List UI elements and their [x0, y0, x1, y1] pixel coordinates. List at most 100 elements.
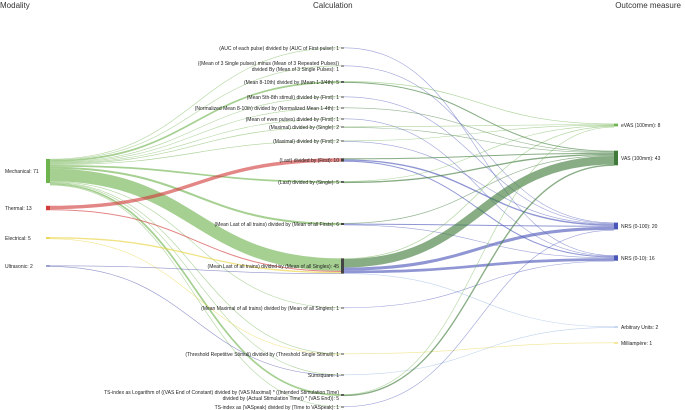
link-c4-o3 [343, 96, 615, 224]
node-c13 [341, 307, 344, 309]
link-c11-o3 [343, 223, 615, 227]
link-mech-c15 [49, 182, 342, 376]
node-label-o6: Milliampère: 1 [621, 341, 652, 347]
node-label-c5: (Normalized Mean 8-10th) divided by (Nor… [195, 106, 339, 112]
header-outcome-measure: Outcome measure [615, 1, 681, 10]
link-c12-o4 [343, 258, 615, 274]
node-c2 [341, 65, 344, 67]
link-mech-c2 [49, 65, 342, 161]
link-mech-c10 [49, 164, 342, 183]
link-c15-o5 [343, 327, 615, 376]
link-c7-o2 [343, 127, 615, 153]
node-label-therm: Thermal: 13 [5, 206, 32, 212]
node-ultra [46, 265, 50, 267]
link-mech-c17 [49, 184, 342, 408]
node-c12 [341, 258, 344, 274]
node-label-c10: (Last) divided by (Single): 5 [278, 180, 339, 186]
node-label-c1: (AUC of each pulse) divided by (AUC of F… [219, 46, 339, 52]
node-label-c16: TS-index as Logarithm of ((VAS End of Co… [104, 390, 339, 402]
link-mech-c14 [49, 181, 342, 355]
link-c5-o2 [343, 107, 615, 153]
node-c15 [341, 374, 344, 376]
link-c10-o2 [343, 153, 615, 184]
node-o6 [614, 342, 618, 344]
link-mech-c11 [49, 166, 342, 226]
node-label-c9: (Last) divided by (First): 10 [280, 158, 340, 164]
link-c8-o3 [343, 141, 615, 225]
sankey-nodes: Mechanical: 71 Thermal: 13 Electrical: 5 Ul… [5, 46, 661, 410]
link-mech-c7 [49, 126, 342, 165]
link-c17-o3 [343, 229, 615, 408]
link-c12-o3 [343, 226, 615, 271]
node-label-c3: (Mean 8-10th) divided by (Mean 1-3/4th):… [244, 80, 339, 86]
node-elec [46, 237, 50, 239]
node-label-c17: TS-index as (VASpeak) divided by (Time t… [215, 405, 340, 410]
node-o5 [614, 326, 618, 328]
node-c5 [341, 107, 344, 109]
node-c16 [341, 394, 344, 396]
link-c3-o1 [343, 81, 615, 125]
link-mech-c3 [49, 81, 342, 162]
link-c3-o2 [343, 81, 615, 152]
link-ultra-c12 [49, 265, 342, 274]
link-therm-c9 [49, 158, 342, 210]
link-c12-o2 [343, 155, 615, 268]
link-c2-o3 [343, 65, 615, 224]
node-label-c6: (Mean of even pulses) divided by (First)… [246, 117, 340, 123]
link-c16-o1 [343, 126, 615, 395]
link-c11-o2 [343, 155, 615, 224]
node-c9 [341, 158, 344, 162]
header-calculation: Calculation [313, 1, 353, 10]
link-c14-o6 [343, 342, 615, 355]
link-c6-o4 [343, 118, 615, 257]
link-c12-o1 [343, 126, 615, 260]
link-mech-c5 [49, 107, 342, 164]
node-label-o4: NRS (0-10): 16 [621, 256, 655, 262]
node-therm [46, 205, 50, 211]
link-c7-o1 [343, 124, 615, 128]
header-modality: Modality [0, 1, 30, 10]
node-label-c13: (Mean Maximal of all trains) divided by … [201, 306, 339, 312]
node-label-o2: VAS (100mm): 43 [621, 156, 661, 162]
link-c13-o4 [343, 260, 615, 309]
node-label-o5: Arbitrary Units: 2 [621, 325, 658, 331]
node-o1 [614, 123, 618, 127]
node-c3 [341, 81, 344, 83]
sankey-links [49, 47, 615, 408]
node-c6 [341, 118, 344, 120]
link-elec-c12 [49, 237, 342, 274]
link-c8-o1 [343, 124, 615, 142]
node-label-c11: (Mean Last of all trains) divided by (Me… [215, 222, 340, 228]
node-label-o1: eVAS (100mm): 8 [621, 123, 661, 129]
node-label-o3: NRS (0-100): 20 [621, 224, 658, 230]
node-c17 [341, 406, 344, 408]
node-c1 [341, 47, 344, 49]
node-label-elec: Electrical: 5 [5, 236, 31, 242]
node-label-c4: (Mean 5th-8th stimuli) divided by (First… [247, 95, 339, 101]
link-c12-o5 [343, 273, 615, 328]
node-label-c15: Sumsquare: 1 [308, 373, 339, 379]
link-mech-c8 [49, 140, 342, 165]
node-label-c2: ((Mean of 3 Single pulses) minus (Mean o… [198, 61, 340, 73]
link-mech-c16 [49, 183, 342, 396]
node-o3 [614, 222, 618, 230]
link-therm-c12 [49, 209, 342, 272]
node-label-c8: (Maximal) divided by (First): 2 [273, 139, 339, 145]
node-c10 [341, 181, 344, 183]
node-label-ultra: Ultrasonic: 2 [5, 264, 33, 270]
node-label-c12: (Mean Last of all trains) divided by (Me… [208, 264, 340, 270]
node-c7 [341, 126, 344, 128]
node-mech [46, 158, 50, 184]
link-mech-c1 [49, 47, 342, 160]
node-label-c7: (Maximal) divided by (Single): 2 [269, 125, 339, 131]
link-elec-c14 [49, 238, 342, 355]
link-mech-c12 [49, 168, 342, 271]
node-c11 [341, 222, 344, 226]
node-label-c14: (Threshold Repetitive Stimuli) divided b… [185, 352, 339, 358]
node-label-mech: Mechanical: 71 [5, 169, 39, 175]
link-mech-c4 [49, 96, 342, 163]
link-c1-o4 [343, 47, 615, 256]
node-c14 [341, 353, 344, 355]
link-c10-o1 [343, 125, 615, 182]
link-c16-o2 [343, 164, 615, 397]
